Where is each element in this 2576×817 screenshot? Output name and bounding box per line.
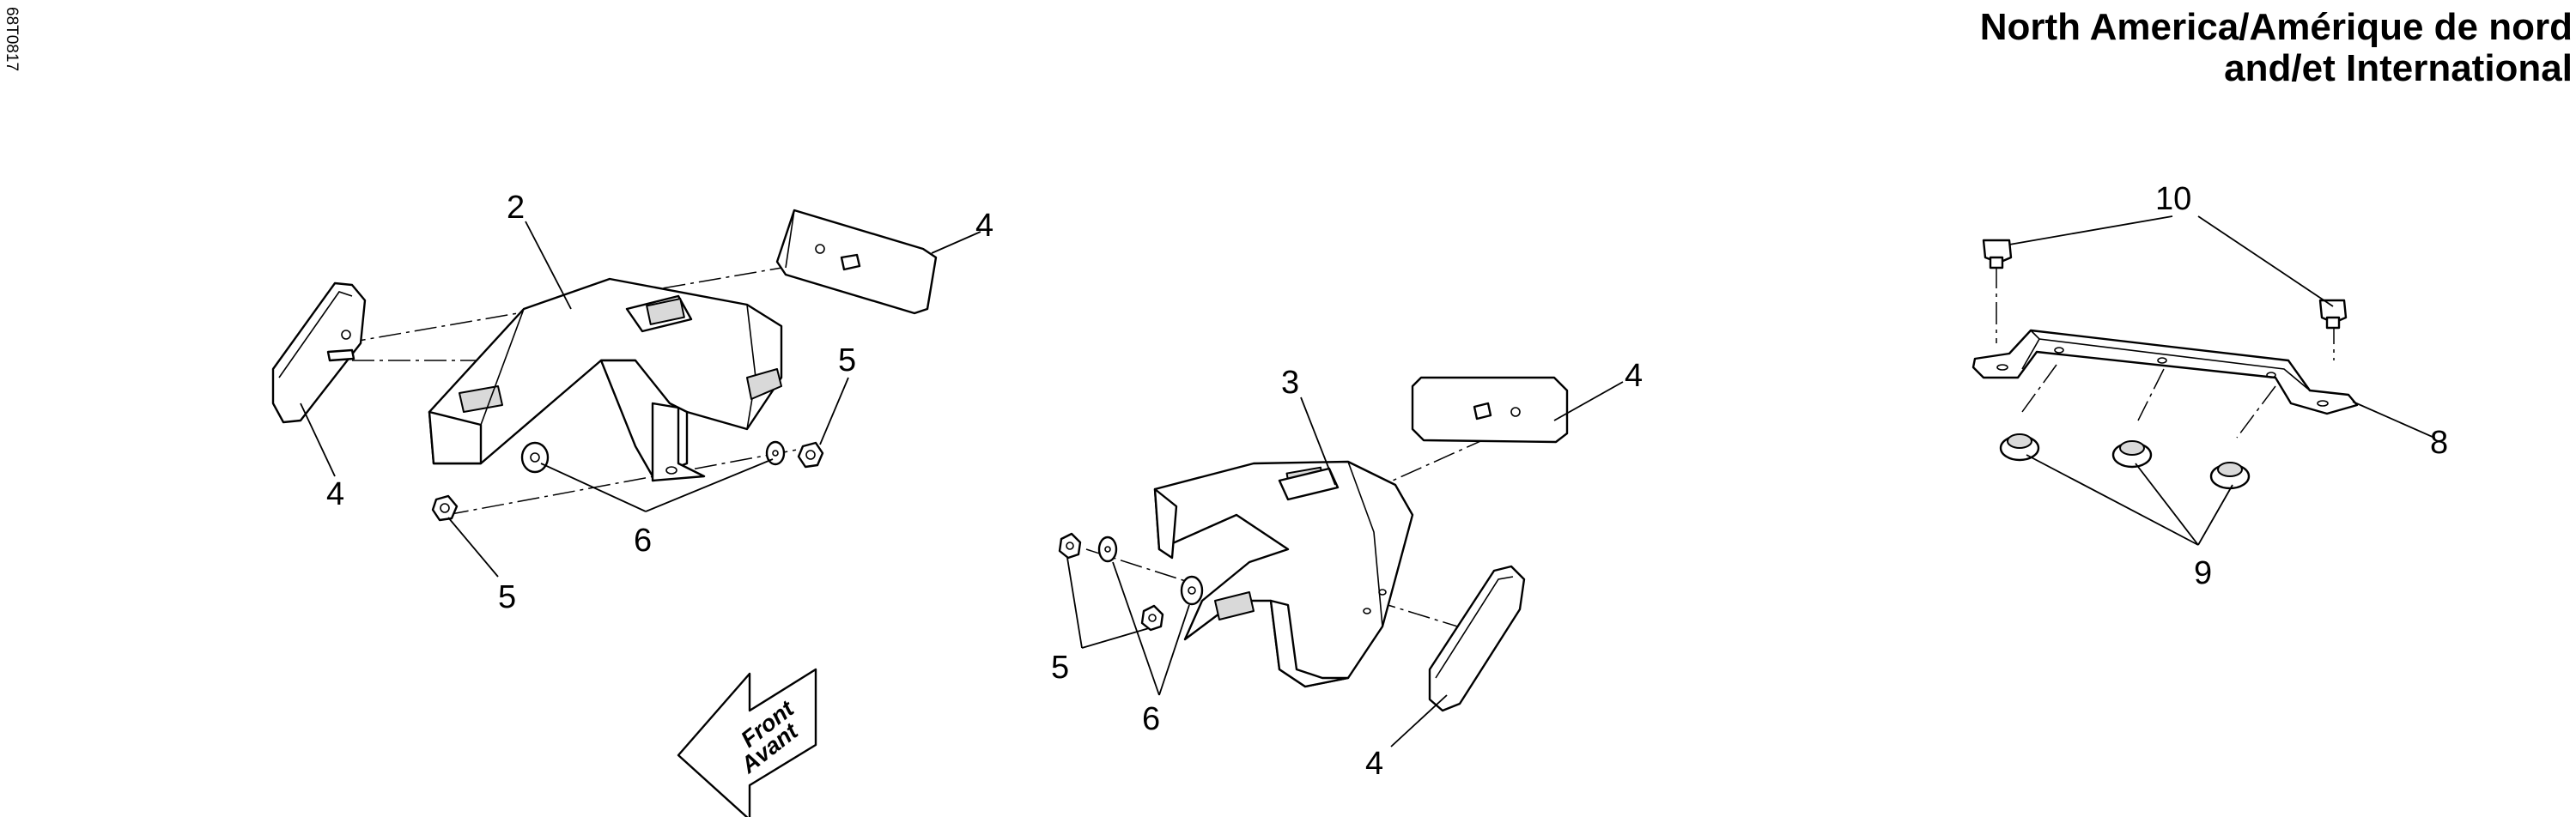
callout-center-4-top: 4 <box>1625 358 1643 394</box>
center-nut-5b <box>1140 604 1164 632</box>
callout-right-10: 10 <box>2155 181 2191 217</box>
callout-right-8: 8 <box>2430 425 2448 461</box>
right-grommet-9b <box>2111 440 2153 469</box>
center-assembly: 3 4 4 5 6 <box>1051 358 1643 782</box>
center-centerline-pad <box>1373 600 1486 636</box>
callout-center-5: 5 <box>1051 650 1069 686</box>
callout-center-6: 6 <box>1142 701 1160 737</box>
callout-left-5-right: 5 <box>838 342 856 378</box>
left-washer-6a <box>520 441 550 474</box>
left-bracket-part-2 <box>428 277 783 482</box>
front-arrow-icon <box>677 668 817 817</box>
left-centerline-lower <box>446 445 817 516</box>
callout-center-4-bottom: 4 <box>1365 746 1383 782</box>
callout-left-2: 2 <box>507 190 525 226</box>
right-assembly: 10 8 9 <box>1971 181 2448 591</box>
right-centerline-grommet-1 <box>2021 364 2057 413</box>
center-bracket-part-3 <box>1153 460 1414 688</box>
center-washer-6a <box>1097 536 1118 563</box>
right-bolt-10b <box>2318 299 2348 330</box>
title-line-1: North America/Amérique de nord <box>1979 6 2573 48</box>
right-plate-part-8 <box>1971 329 2359 415</box>
callout-right-9: 9 <box>2194 555 2212 591</box>
left-nut-5-right <box>797 441 824 469</box>
center-nut-5a <box>1058 532 1082 560</box>
right-bolt-10a <box>1982 239 2013 269</box>
callout-left-4-left: 4 <box>326 476 344 512</box>
drawing-code: 68T0817 <box>3 7 21 72</box>
callout-left-4-top: 4 <box>975 208 993 244</box>
left-assembly: 2 4 4 5 5 6 <box>271 190 993 615</box>
right-grommet-9a <box>1999 433 2040 462</box>
right-centerline-grommet-2 <box>2137 368 2165 421</box>
callout-left-5-bottom: 5 <box>498 579 516 615</box>
left-washer-6b <box>765 440 786 466</box>
left-nut-5-bottom <box>431 494 459 522</box>
front-arrow: Front Avant <box>677 668 817 817</box>
center-top-pad-part-4 <box>1411 376 1569 444</box>
callout-left-6: 6 <box>634 523 652 559</box>
center-washer-6b <box>1180 575 1204 606</box>
callout-center-3: 3 <box>1281 365 1299 401</box>
top-pad-part-4 <box>775 209 938 315</box>
left-pad-part-4 <box>271 281 367 424</box>
right-centerline-grommet-3 <box>2236 385 2276 439</box>
title-block: North America/Amérique de nord and/et In… <box>1980 7 2573 89</box>
right-grommet-9c <box>2209 462 2251 490</box>
title-line-2: and/et International <box>2224 47 2573 89</box>
center-bottom-pad-part-4 <box>1428 565 1526 712</box>
